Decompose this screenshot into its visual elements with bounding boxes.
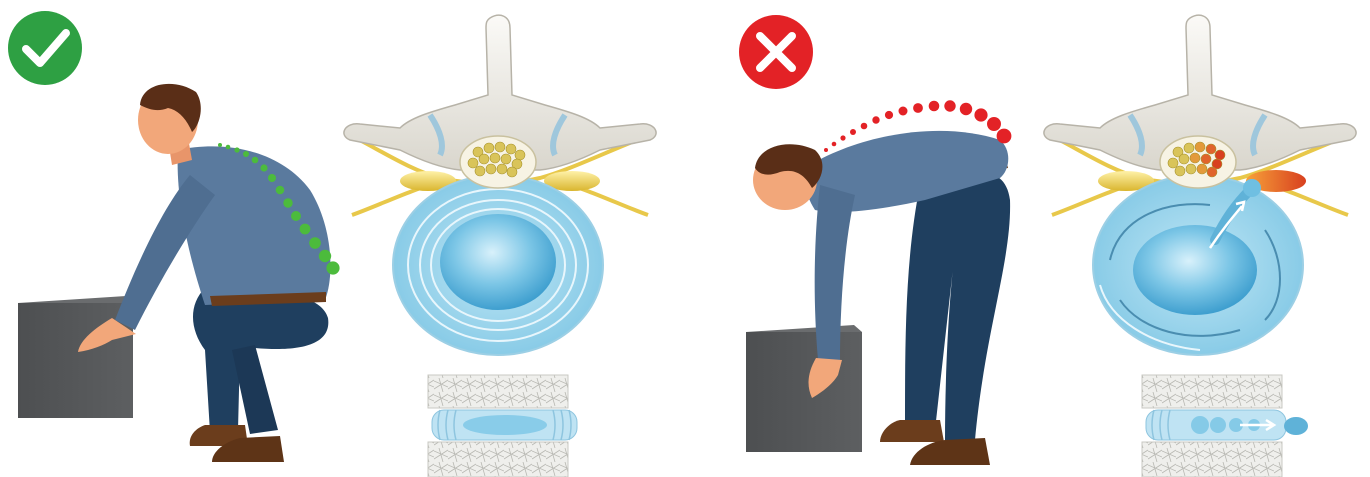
disc-side-herniated [1142,375,1308,477]
shoe [910,438,990,465]
vertebral-body [1142,442,1282,477]
herniation [1243,179,1261,197]
vertebral-body [428,375,568,408]
herniation [1284,417,1308,435]
correct-badge-circle [8,11,82,85]
vertebral-body [428,442,568,477]
vertebral-body [1142,375,1282,408]
correct-badge [8,11,82,85]
vertebra-herniated [1044,15,1356,355]
vertebra-healthy [344,15,656,355]
shoe [880,420,944,442]
nucleus [1133,225,1257,315]
nucleus [440,214,556,310]
box-correct [18,296,134,418]
box-incorrect [746,325,862,452]
incorrect-badge [739,15,813,89]
pants [905,172,1010,442]
disc-side-healthy [428,375,577,477]
